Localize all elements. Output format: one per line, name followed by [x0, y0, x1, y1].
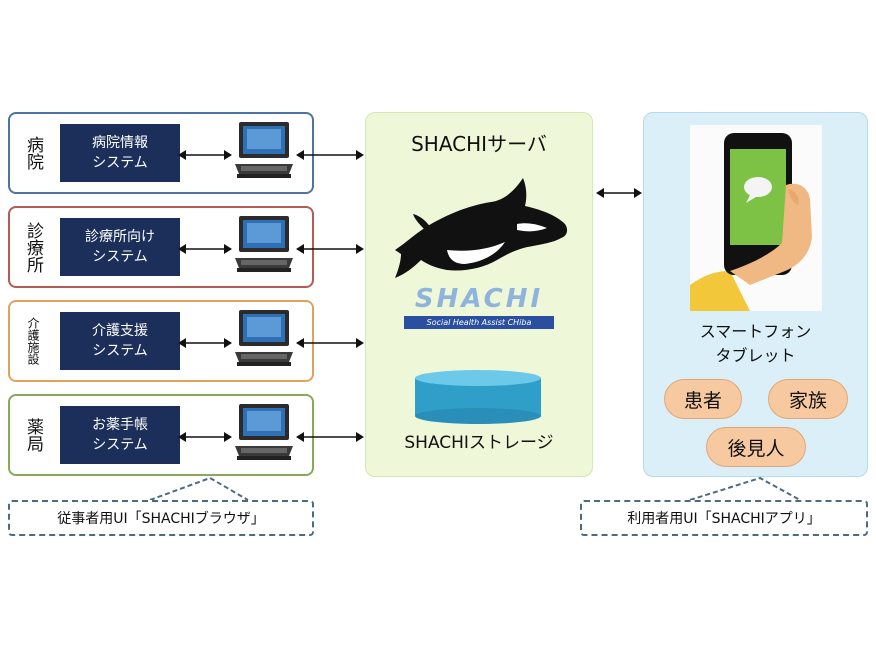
facility-label: 介護施設	[26, 317, 40, 365]
storage-label: SHACHIストレージ	[404, 433, 554, 453]
callout-browser: 従事者用UI「SHACHIブラウザ」	[8, 500, 314, 536]
arrow-system-laptop	[178, 240, 232, 254]
user-patient: 患者	[664, 379, 742, 419]
facility-label: 薬局	[23, 418, 43, 452]
system-box: 診療所向け システム	[60, 218, 180, 276]
arrow-system-laptop	[178, 334, 232, 348]
server-title: SHACHIサーバ	[411, 132, 547, 156]
arrow-laptop-server	[296, 428, 364, 442]
logo-subtitle: Social Health Assist CHiba	[404, 316, 554, 329]
arrow-server-app	[596, 184, 642, 198]
arrow-system-laptop	[178, 146, 232, 160]
laptop-icon	[233, 402, 295, 466]
device-label-smartphone: スマートフォン	[699, 322, 812, 341]
device-label-tablet: タブレット	[715, 346, 796, 365]
shachi-logo: SHACHI Social Health Assist CHiba	[391, 284, 567, 329]
arrow-system-laptop	[178, 428, 232, 442]
shachi-app-panel: スマートフォン タブレット 患者 家族 後見人	[643, 112, 868, 477]
arrow-laptop-server	[296, 240, 364, 254]
user-family: 家族	[768, 379, 848, 419]
arrow-laptop-server	[296, 334, 364, 348]
smartphone-icon	[690, 125, 822, 311]
orca-icon	[395, 178, 568, 278]
system-box: お薬手帳 システム	[60, 406, 180, 464]
shachi-server-panel: SHACHIサーバ SHACHI Social Health Assist CH…	[365, 112, 593, 477]
callout-app: 利用者用UI「SHACHIアプリ」	[580, 500, 868, 536]
laptop-icon	[233, 308, 295, 372]
system-box: 病院情報 システム	[60, 124, 180, 182]
system-box: 介護支援 システム	[60, 312, 180, 370]
user-guardian: 後見人	[706, 427, 806, 467]
laptop-icon	[233, 120, 295, 184]
database-icon	[415, 370, 541, 424]
facility-label: 病院	[23, 136, 43, 170]
laptop-icon	[233, 214, 295, 278]
facility-label: 診療所	[23, 221, 43, 273]
arrow-laptop-server	[296, 146, 364, 160]
logo-text: SHACHI	[414, 284, 544, 314]
